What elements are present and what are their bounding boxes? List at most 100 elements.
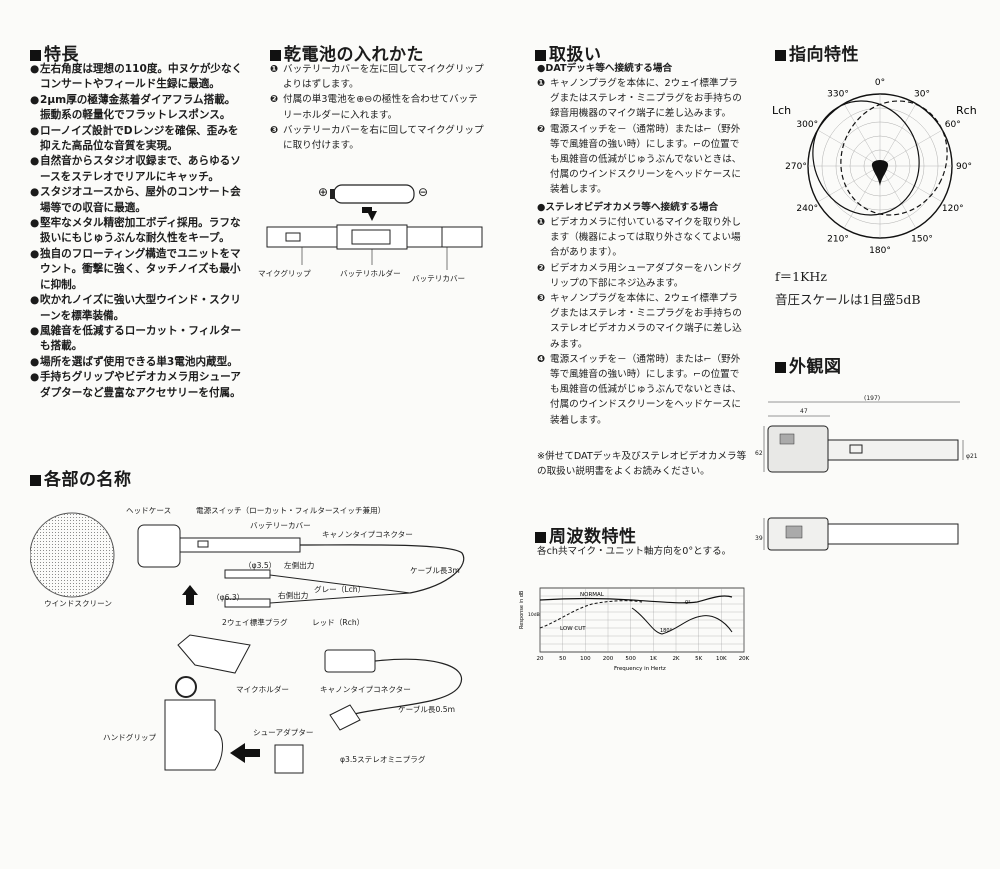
list-item-text: スタジオユースから、屋外のコンサート会場等での収音に最適。 <box>40 186 241 214</box>
bullet-marker: ❷ <box>270 94 279 106</box>
freq-xlabel: Frequency in Hertz <box>614 666 666 672</box>
list-item: ●自然音からスタジオ収録まで、あらゆるソースをステレオでリアルにキャッチ。 <box>30 154 245 185</box>
bullet-marker: ● <box>30 371 40 384</box>
dim-diameter: φ21 <box>966 453 978 460</box>
label-battery-cover: バッテリカバー <box>412 274 466 283</box>
battery-minus-label: ⊖ <box>418 185 429 199</box>
label-battery-holder: バッテリホルダー <box>340 269 401 278</box>
list-item: ●吹かれノイズに強い大型ウインド・スクリーンを標準装備。 <box>30 293 245 324</box>
freq-xtick: 200 <box>603 656 614 662</box>
appearance-heading: 外観図 <box>775 352 842 377</box>
polar-spoke <box>879 129 943 167</box>
label-mic-holder: マイクホルダー <box>236 685 290 694</box>
polar-frequency: f＝1KHz <box>775 269 827 284</box>
list-item: ❷ 付属の単3電池を⊕⊖の極性を合わせてバッテリーホルダーに入れます。 <box>270 92 485 122</box>
frequency-heading: 周波数特性 <box>535 522 637 547</box>
appearance-drawing <box>760 390 990 560</box>
bullet-marker: ● <box>30 324 40 337</box>
polar-angle-label: 60° <box>945 120 961 130</box>
polar-spoke <box>879 165 917 229</box>
polar-angle-label: 150° <box>911 235 933 245</box>
freq-ylabel: Response in dB <box>519 590 525 629</box>
freq-xtick: 20K <box>739 656 750 662</box>
polar-angle-label: 30° <box>914 89 930 99</box>
bullet-marker: ❶ <box>537 217 546 228</box>
list-item-text: 吹かれノイズに強い大型ウインド・スクリーンを標準装備。 <box>40 294 241 322</box>
battery-plus-label: ⊕ <box>318 185 329 199</box>
list-item-text: ローノイズ設計でDレンジを確保、歪みを抑えた高品位な音質を実現。 <box>40 124 239 153</box>
label-right-out: 右側出力 <box>278 591 309 600</box>
bullet-marker: ● <box>30 355 40 368</box>
frequency-subtitle: 各ch共マイク・ユニット軸方向を0°とする。 <box>537 546 732 557</box>
list-item: ●独自のフローティング構造でユニットをマウント。衝撃に強く、タッチノイズも最小に… <box>30 247 245 293</box>
list-item-text: 手持ちグリップやビデオカメラ用シューアダプターなど豊富なアクセサリーを付属。 <box>40 371 241 399</box>
normal-label: NORMAL <box>580 592 605 598</box>
deg180-label: 180° <box>660 628 673 634</box>
polar-angle-label: 330° <box>827 89 849 99</box>
bullet-marker: ❷ <box>537 123 546 135</box>
list-item-text: バッテリーカバーを左に回してマイクグリップよりはずします。 <box>283 64 484 91</box>
label-red-rch: レッド（Rch） <box>312 618 365 627</box>
bullet-marker: ● <box>30 155 40 168</box>
normal-curve <box>539 595 733 604</box>
freq-xtick: 5K <box>695 656 702 662</box>
list-item: ❷ ビデオカメラ用シューアダプターをハンドグリップの下部にネジ込みます。 <box>537 261 747 291</box>
battery-heading: 乾電池の入れかた <box>270 40 424 65</box>
label-cannon-connector: キャノンタイプコネクター <box>322 530 413 539</box>
label-switch: 電源スイッチ（ローカット・フィルタースイッチ兼用） <box>196 506 386 515</box>
parts-diagram <box>29 495 490 785</box>
bullet-marker: ❷ <box>537 262 546 274</box>
label-left-out: 左側出力 <box>284 561 315 570</box>
freq-xtick: 2K <box>672 656 679 662</box>
lowcut-label: LOW CUT <box>560 626 586 632</box>
list-item: ●風雑音を低減するローカット・フィルターも搭載。 <box>30 324 245 355</box>
bullet-marker: ● <box>30 294 40 307</box>
label-phi63: （φ6.3） <box>212 593 245 602</box>
list-item-text: 風雑音を低減するローカット・フィルターも搭載。 <box>40 324 242 353</box>
label-battery-cover-parts: バッテリーカバー <box>250 521 311 530</box>
lch-pattern <box>812 100 920 216</box>
handling-dat-title: ●DATデッキ等へ接続する場合 <box>537 63 673 74</box>
polar-angle-label: 120° <box>942 204 964 214</box>
bullet-marker: ● <box>30 93 40 106</box>
polar-angle-label: 270° <box>785 162 807 172</box>
polar-angle-label: 180° <box>869 246 891 256</box>
list-item-text: 左右角度は理想の110度。中ヌケが少なくコンサートやフィールド生録に最適。 <box>40 63 243 91</box>
features-heading: 特長 <box>30 40 79 65</box>
windscreen-drawing <box>29 512 115 598</box>
bullet-marker: ● <box>30 63 40 75</box>
frequency-chart: Response in dB NORMAL LOW CUT 10dB 0° 18… <box>512 580 757 675</box>
freq-xtick: 20 <box>537 656 544 662</box>
bullet-marker: ● <box>30 124 40 137</box>
polar-angle-label: 300° <box>796 120 818 130</box>
bullet-marker: ● <box>30 186 40 199</box>
list-item-text: 電源スイッチを－（通常時）または⌐（野外等で風雑音の強い時）にします。⌐の位置で… <box>550 353 742 426</box>
polar-angle-label: 0° <box>875 78 885 88</box>
label-mic-grip: マイクグリップ <box>258 269 311 278</box>
list-item-text: 付属の単3電池を⊕⊖の極性を合わせてバッテリーホルダーに入れます。 <box>283 94 478 121</box>
bullet-marker: ❶ <box>270 64 279 75</box>
list-item-text: バッテリーカバーを右に回してマイクグリップに取り付けます。 <box>283 124 484 152</box>
list-item-text: キャノンプラグを本体に、2ウェイ標準プラグまたはステレオ・ミニプラグをお手持ちの… <box>550 293 742 350</box>
list-item: ●2μm厚の極薄金蒸着ダイアフラム搭載。振動系の軽量化でフラットレスポンス。 <box>30 93 245 124</box>
label-cable-3m: ケーブル長3m <box>410 566 460 575</box>
list-item-text: 堅牢なメタル精密加工ボディ採用。ラフな扱いにもじゅうぶんな耐久性をキープ。 <box>40 217 241 245</box>
dim-total: (197) <box>864 395 881 402</box>
list-item: ❶ バッテリーカバーを左に回してマイクグリップよりはずします。 <box>270 62 485 92</box>
list-item-text: キャノンプラグを本体に、2ウェイ標準プラグまたはステレオ・ミニプラグをお手持ちの… <box>550 78 742 120</box>
handling-camera-title: ●ステレオビデオカメラ等へ接続する場合 <box>537 202 719 213</box>
rear-curve <box>631 607 733 635</box>
polar-spoke <box>879 103 917 167</box>
ref-label: 10dB <box>528 612 540 618</box>
handling-heading: 取扱い <box>535 40 602 65</box>
label-gray-lch: グレー（Lch） <box>314 585 366 594</box>
features-list: ●左右角度は理想の110度。中ヌケが少なくコンサートやフィールド生録に最適。●2… <box>30 62 245 401</box>
list-item-text: ビデオカメラ用シューアダプターをハンドグリップの下部にネジ込みます。 <box>550 262 742 289</box>
list-item: ●堅牢なメタル精密加工ボディ採用。ラフな扱いにもじゅうぶんな耐久性をキープ。 <box>30 216 245 247</box>
dim-head: 47 <box>800 408 808 415</box>
